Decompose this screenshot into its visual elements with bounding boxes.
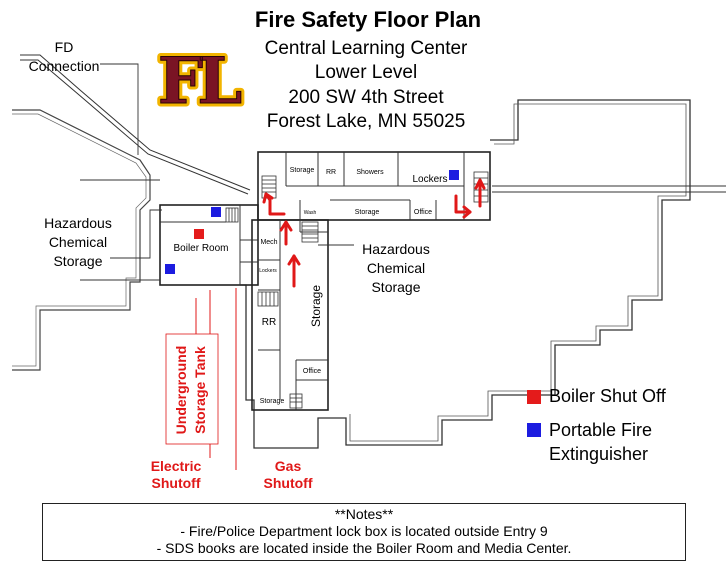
legend-extinguisher-swatch bbox=[527, 423, 541, 437]
svg-text:FL: FL bbox=[158, 44, 241, 119]
extinguisher-marker-boiler-bottom bbox=[165, 264, 175, 274]
room-label-lockers-small: Lockers bbox=[259, 268, 277, 274]
building-outline-right-inner bbox=[349, 103, 687, 442]
stairs-center bbox=[301, 221, 319, 243]
notes-heading: **Notes** bbox=[334, 506, 394, 522]
legend-boiler-shutoff-swatch bbox=[527, 390, 541, 404]
fd-connection-label: FD Connection bbox=[14, 38, 114, 76]
evacuation-route bbox=[262, 178, 486, 288]
hazardous-right-line1: Hazardous bbox=[362, 241, 430, 257]
fd-corridor-line bbox=[20, 54, 251, 191]
hazardous-right-line2: Chemical bbox=[366, 260, 426, 276]
hazardous-left-line1: Hazardous bbox=[44, 215, 112, 231]
hazardous-left-line2: Chemical bbox=[48, 234, 108, 250]
extinguisher-marker-lockers bbox=[449, 170, 459, 180]
building-city: Forest Lake, MN 55025 bbox=[266, 111, 466, 132]
room-label-rr-top: RR bbox=[326, 169, 336, 176]
gas-shutoff-label: Gas Shutoff bbox=[256, 458, 320, 492]
fd-connection-line2: Connection bbox=[28, 58, 100, 74]
gas-shutoff-line1: Gas bbox=[274, 458, 302, 474]
building-level: Lower Level bbox=[314, 62, 418, 83]
stairs-top-left bbox=[261, 175, 277, 199]
tank-label-box bbox=[165, 333, 219, 445]
fd-connection-line1: FD bbox=[54, 39, 74, 55]
room-label-storage-vertical: Storage bbox=[309, 285, 323, 327]
room-label-boiler-room: Boiler Room bbox=[173, 243, 228, 254]
notes-line-1: - Fire/Police Department lock box is loc… bbox=[180, 523, 548, 539]
room-label-showers: Showers bbox=[356, 169, 384, 176]
legend-extinguisher-line1: Portable Fire bbox=[549, 420, 653, 440]
hazardous-left-leader bbox=[110, 209, 162, 259]
room-label-lockers: Lockers bbox=[412, 174, 447, 185]
extinguisher-marker-boiler-top bbox=[211, 207, 221, 217]
room-label-mech: Mech bbox=[260, 239, 277, 246]
electric-shutoff-line1: Electric bbox=[150, 458, 202, 474]
notes-line-2: - SDS books are located inside the Boile… bbox=[156, 540, 572, 556]
room-label-storage-mid: Storage bbox=[355, 209, 380, 216]
lower-wing-walls bbox=[251, 219, 329, 411]
room-label-rr-left: RR bbox=[262, 317, 276, 328]
stairs-lower bbox=[257, 291, 279, 307]
tank-label-line1: Underground bbox=[173, 346, 189, 435]
hazardous-right-label: Hazardous Chemical Storage bbox=[344, 240, 448, 297]
svg-text:FL: FL bbox=[158, 44, 241, 119]
tank-label-line2: Storage Tank bbox=[192, 346, 208, 434]
room-label-storage-top: Storage bbox=[290, 167, 315, 174]
building-address: 200 SW 4th Street bbox=[288, 87, 444, 108]
legend-boiler-shutoff-label: Boiler Shut Off bbox=[549, 386, 666, 406]
electric-shutoff-label: Electric Shutoff bbox=[143, 458, 209, 492]
legend-extinguisher-label: Portable Fire Extinguisher bbox=[549, 418, 652, 466]
building-outline-left bbox=[12, 109, 151, 371]
fd-connection-leader bbox=[100, 63, 139, 155]
room-label-storage-bottom: Storage bbox=[260, 398, 285, 405]
hazardous-left-label: Hazardous Chemical Storage bbox=[28, 214, 128, 271]
school-logo: FL FL bbox=[154, 41, 250, 123]
room-label-wash: Wash bbox=[304, 210, 317, 216]
boiler-wing-walls bbox=[159, 204, 259, 286]
hazardous-right-line3: Storage bbox=[371, 279, 421, 295]
building-outline-left-inner bbox=[12, 113, 147, 367]
stairs-boiler bbox=[225, 207, 239, 223]
electric-shutoff-line2: Shutoff bbox=[151, 475, 201, 491]
hazardous-left-line3: Storage bbox=[53, 253, 103, 269]
building-outline-right bbox=[240, 99, 691, 449]
notes-box: **Notes** - Fire/Police Department lock … bbox=[42, 503, 686, 561]
room-label-office-bottom: Office bbox=[303, 368, 321, 375]
upper-wing-walls bbox=[257, 151, 491, 221]
legend-extinguisher-line2: Extinguisher bbox=[549, 444, 649, 464]
room-label-office-top: Office bbox=[414, 209, 432, 216]
fd-corridor-line-2 bbox=[20, 59, 249, 195]
stairs-bottom bbox=[289, 393, 303, 409]
page-title: Fire Safety Floor Plan bbox=[254, 7, 482, 32]
boiler-shutoff-marker bbox=[194, 229, 204, 239]
gas-shutoff-line2: Shutoff bbox=[263, 475, 313, 491]
building-name: Central Learning Center bbox=[264, 38, 468, 59]
